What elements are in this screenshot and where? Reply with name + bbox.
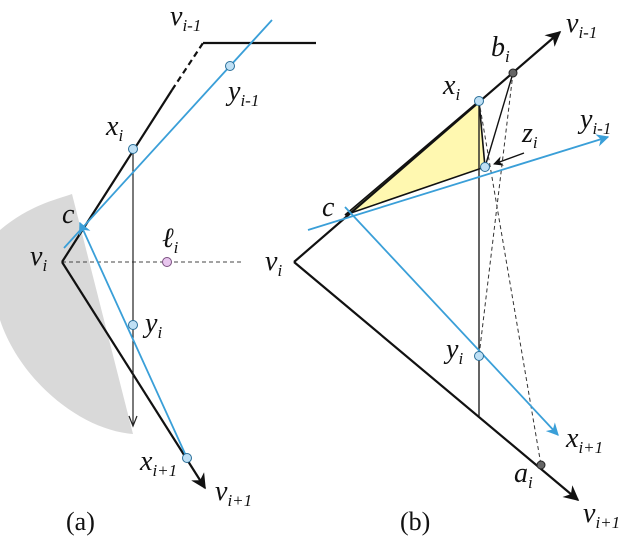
label-c: c xyxy=(62,199,75,230)
caption-a: (a) xyxy=(66,507,95,536)
point-a-i xyxy=(536,460,546,470)
label-v-i: vi xyxy=(265,246,282,280)
label-x-next: xi+1 xyxy=(565,423,603,457)
point-ell xyxy=(162,257,172,267)
label-v-i: vi xyxy=(30,241,47,275)
arrow-to-z xyxy=(493,152,525,166)
blue-line-x-next xyxy=(344,206,559,436)
dashed-x-to-a xyxy=(478,100,542,466)
vertical-line-arrowhead xyxy=(128,415,138,428)
label-x-i: xi xyxy=(442,70,460,104)
point-y-i xyxy=(474,351,484,361)
label-c: c xyxy=(322,192,335,223)
point-z-i xyxy=(480,162,490,172)
blue-line-steep xyxy=(78,221,188,459)
edge-vi-to-vprev xyxy=(293,30,562,263)
label-x-next: xi+1 xyxy=(139,446,177,480)
label-z-i: zi xyxy=(521,118,538,152)
panel-b: bi vi-1 xi yi-1 zi c vi yi xi+1 ai vi+1 … xyxy=(265,8,620,536)
label-b-i: bi xyxy=(491,32,510,66)
caption-b: (b) xyxy=(400,507,430,536)
label-y-i: yi xyxy=(443,334,463,368)
edge-dashed-segment xyxy=(171,42,204,91)
point-x-i xyxy=(474,96,484,106)
label-y-prev: yi-1 xyxy=(577,104,611,138)
point-x-i xyxy=(128,144,138,154)
label-v-prev: vi-1 xyxy=(170,1,201,35)
blue-line-y-prev xyxy=(307,134,610,231)
triangle-inner-edge xyxy=(484,72,514,168)
point-y-i xyxy=(128,320,138,330)
label-v-prev: vi-1 xyxy=(566,8,597,42)
edge-vi-to-vnext xyxy=(293,261,580,501)
blue-line-top xyxy=(63,19,273,249)
point-y-prev xyxy=(225,61,235,71)
label-a-i: ai xyxy=(514,458,533,492)
shaded-region xyxy=(0,194,133,434)
panel-a: vi-1 yi-1 xi c ℓi vi yi xi+1 vi+1 (a) xyxy=(0,1,316,536)
point-x-next xyxy=(182,453,192,463)
dashed-b-to-y xyxy=(478,72,514,357)
label-v-next: vi+1 xyxy=(215,476,252,510)
label-y-i: yi xyxy=(142,308,162,342)
label-v-next: vi+1 xyxy=(583,498,620,532)
label-y-prev: yi-1 xyxy=(225,76,259,110)
label-ell-i: ℓi xyxy=(162,223,179,257)
point-b-i xyxy=(508,68,518,78)
label-x-i: xi xyxy=(105,111,123,145)
